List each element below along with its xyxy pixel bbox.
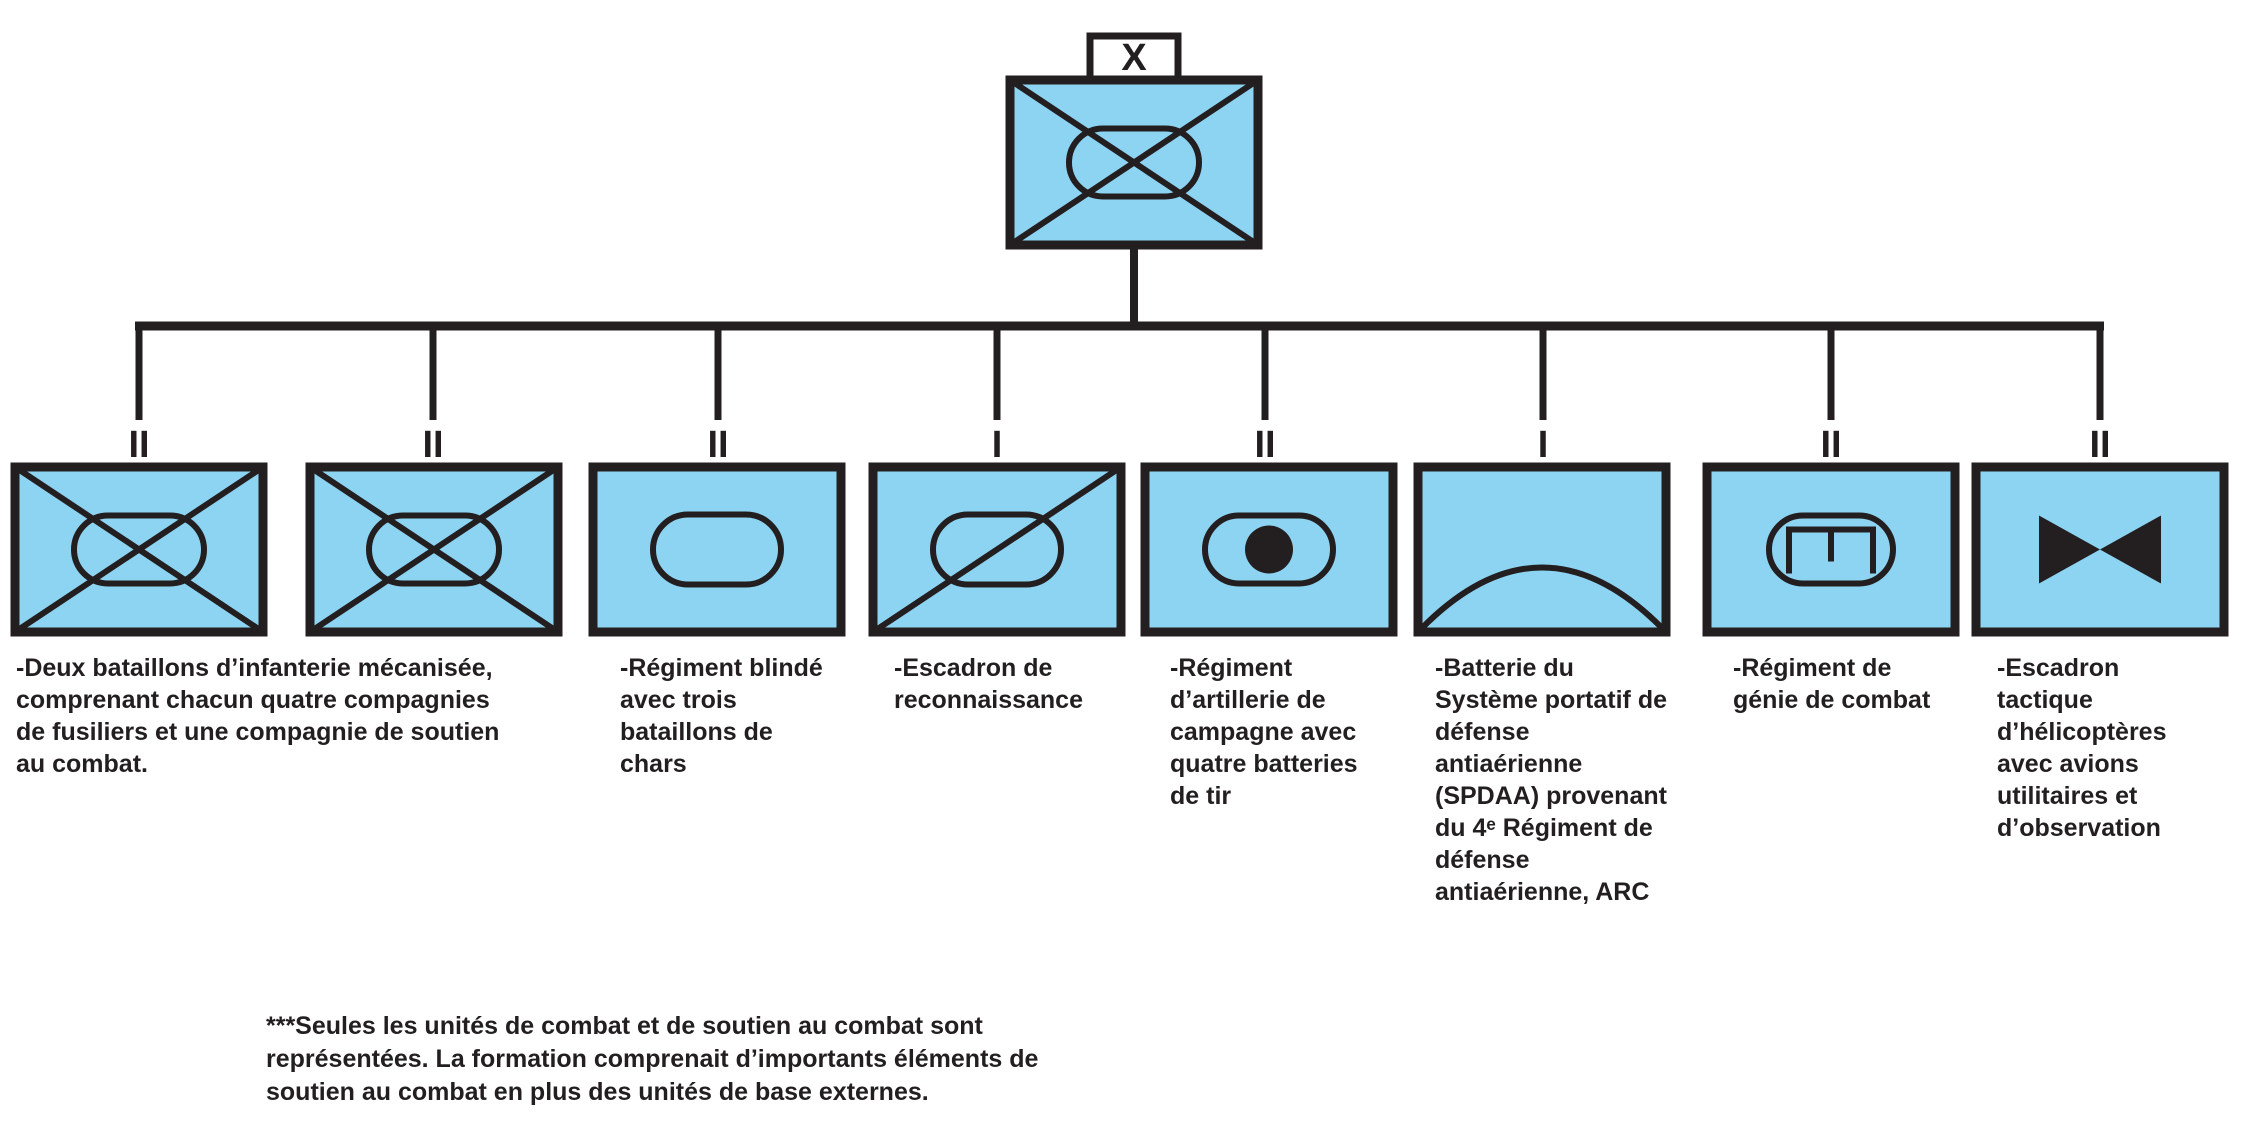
unit-description-recce: -Escadron de reconnaissance xyxy=(894,654,1083,714)
unit-recce: I xyxy=(868,424,1126,637)
track-oval-icon xyxy=(71,512,207,587)
unit-engineer: II xyxy=(1702,424,1960,637)
unit-aviation: II xyxy=(1971,424,2229,637)
unit-description-engineer: -Régiment de génie de combat xyxy=(1733,654,1931,714)
unit-mech-inf-2: II xyxy=(305,424,563,637)
track-oval-icon xyxy=(930,511,1064,588)
unit-description-air-defence: -Batterie du Système portatif de défense… xyxy=(1435,654,1668,906)
echelon-mark: II xyxy=(707,424,728,466)
echelon-mark: II xyxy=(1820,424,1841,466)
headquarters-unit xyxy=(1005,32,1263,250)
track-oval-icon xyxy=(366,512,502,587)
echelon-mark: II xyxy=(422,424,443,466)
footnote: ***Seules les unités de combat et de sou… xyxy=(266,1012,1039,1106)
unit-armour: II xyxy=(588,424,846,637)
unit-artillery: II xyxy=(1140,424,1398,637)
engineer-icon xyxy=(1786,526,1876,574)
track-oval-icon xyxy=(1766,512,1896,587)
unit-frame xyxy=(1413,462,1671,637)
track-oval-icon xyxy=(1202,512,1336,587)
unit-description-aviation: -Escadron tactique d’hélicoptères avec a… xyxy=(1997,654,2167,842)
cross-line-icon xyxy=(13,464,265,635)
unit-mech-inf: II xyxy=(10,424,268,637)
echelon-mark: I xyxy=(992,424,1003,466)
unit-frame xyxy=(588,462,846,637)
unit-description-armour: -Régiment blindé avec trois bataillons d… xyxy=(620,654,823,778)
echelon-mark: I xyxy=(1538,424,1549,466)
unit-description-mech-inf: -Deux bataillons d’infanterie mécanisée,… xyxy=(16,654,500,778)
diagonal-line-icon xyxy=(871,464,1123,635)
hq-echelon-box xyxy=(1086,32,1182,86)
cross-line-icon xyxy=(1008,77,1260,248)
unit-description-artillery: -Régiment d’artillerie de campagne avec … xyxy=(1170,654,1358,810)
connector-lines xyxy=(135,245,2104,420)
track-oval-icon xyxy=(1066,125,1202,200)
echelon-mark: II xyxy=(128,424,149,466)
artillery-dot-icon xyxy=(1245,525,1293,574)
echelon-mark: II xyxy=(2089,424,2110,466)
echelon-mark: II xyxy=(1254,424,1275,466)
track-oval-icon xyxy=(650,511,784,588)
aviation-bowtie-icon xyxy=(2039,515,2161,584)
hq-echelon-label: X xyxy=(1121,37,1147,79)
unit-air-defence: I xyxy=(1413,424,1671,637)
cross-line-icon xyxy=(308,464,560,635)
air-defence-arc-icon xyxy=(1419,564,1665,631)
